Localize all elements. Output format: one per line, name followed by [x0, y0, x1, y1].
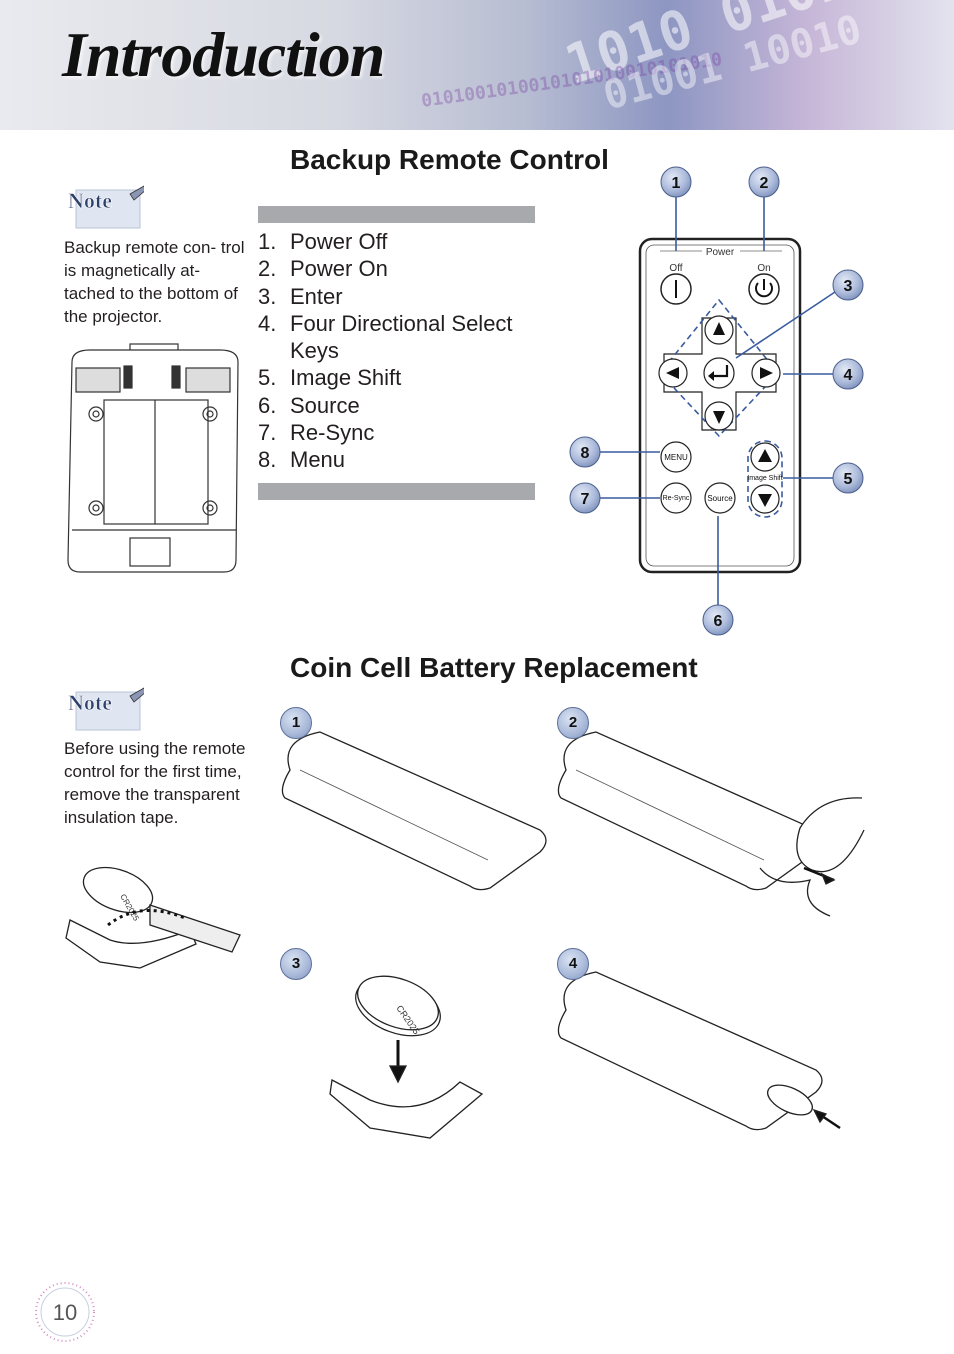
svg-text:8: 8	[581, 445, 590, 462]
up-arrow-icon	[758, 449, 772, 462]
step-badge-1: 1	[280, 707, 312, 739]
on-label: On	[757, 263, 770, 274]
list-item: 6.Source	[258, 392, 360, 418]
image-shift-highlight	[747, 440, 783, 518]
callout-3: 3	[832, 269, 864, 301]
callout-8: 8	[569, 436, 601, 468]
callout-7: 7	[569, 482, 601, 514]
right-arrow-button[interactable]	[751, 358, 781, 388]
menu-button[interactable]: MENU	[660, 441, 692, 473]
left-arrow-icon	[666, 367, 679, 379]
svg-text:3: 3	[844, 278, 853, 295]
down-arrow-icon	[758, 494, 772, 507]
svg-text:4: 4	[844, 367, 853, 384]
step-badge-4: 4	[557, 948, 589, 980]
callout-4: 4	[832, 358, 864, 390]
source-button[interactable]: Source	[704, 482, 736, 514]
resync-button[interactable]: Re-Sync	[660, 482, 692, 514]
right-arrow-icon	[760, 367, 773, 379]
list-item: 8.Menu	[258, 447, 346, 473]
down-arrow-icon	[713, 411, 725, 424]
list-item: 5.Image Shift	[258, 365, 402, 391]
list-item: 4.Four Directional Select Keys	[258, 310, 513, 364]
image-shift-up-button[interactable]	[750, 442, 780, 472]
page-number: 10	[52, 1300, 78, 1325]
note-icon: Note	[64, 686, 147, 734]
note-icon: Note	[64, 184, 147, 232]
callout-leader-lines	[600, 197, 836, 605]
list-item: 2.Power On	[258, 256, 388, 282]
section-title-backup-remote: Backup Remote Control	[290, 144, 609, 175]
svg-text:2: 2	[760, 175, 769, 192]
page-header: 1010 0101 0101001010010101010010101010 0…	[0, 0, 954, 130]
svg-text:6: 6	[714, 613, 723, 630]
svg-text:7: 7	[581, 491, 590, 508]
list-item: 1.Power Off	[258, 229, 388, 254]
svg-text:Re-Sync: Re-Sync	[663, 495, 690, 502]
callout-6: 6	[702, 604, 734, 636]
directional-keys-highlight	[658, 298, 780, 438]
power-label: Power	[706, 247, 735, 258]
step-badge-3: 3	[280, 948, 312, 980]
list-item: 7.Re-Sync	[258, 420, 375, 446]
page-title: Introduction	[62, 19, 385, 90]
note-text-backup-remote: Backup remote con- trol is magnetically …	[64, 238, 245, 326]
step-badge-2: 2	[557, 707, 589, 739]
list-top-bar	[258, 206, 535, 223]
power-off-button[interactable]	[660, 273, 692, 305]
callout-5: 5	[832, 462, 864, 494]
callout-2: 2	[748, 166, 780, 198]
svg-text:5: 5	[844, 471, 853, 488]
remote-key-list: 1.Power Off 2.Power On 3.Enter 4.Four Di…	[258, 228, 530, 474]
image-shift-down-button[interactable]	[750, 484, 780, 514]
enter-icon	[712, 365, 729, 378]
off-label: Off	[669, 263, 682, 274]
power-on-button[interactable]	[748, 273, 780, 305]
down-arrow-button[interactable]	[704, 401, 734, 431]
callout-1: 1	[660, 166, 692, 198]
svg-text:MENU: MENU	[664, 453, 688, 462]
enter-button[interactable]	[703, 357, 735, 389]
list-item: 3.Enter	[258, 283, 343, 309]
svg-text:Source: Source	[707, 494, 733, 503]
section-title-battery: Coin Cell Battery Replacement	[290, 652, 698, 683]
note-badge-text: Note	[68, 188, 112, 213]
note-text-battery: Before using the remote control for the …	[64, 739, 246, 827]
up-arrow-icon	[713, 322, 725, 335]
power-icon	[755, 282, 773, 298]
svg-text:1: 1	[672, 175, 681, 192]
up-arrow-button[interactable]	[704, 315, 734, 345]
left-arrow-button[interactable]	[658, 358, 688, 388]
note-badge-text: Note	[68, 690, 112, 715]
list-bottom-bar	[258, 483, 535, 500]
image-shift-label: Image Shift	[747, 475, 782, 482]
